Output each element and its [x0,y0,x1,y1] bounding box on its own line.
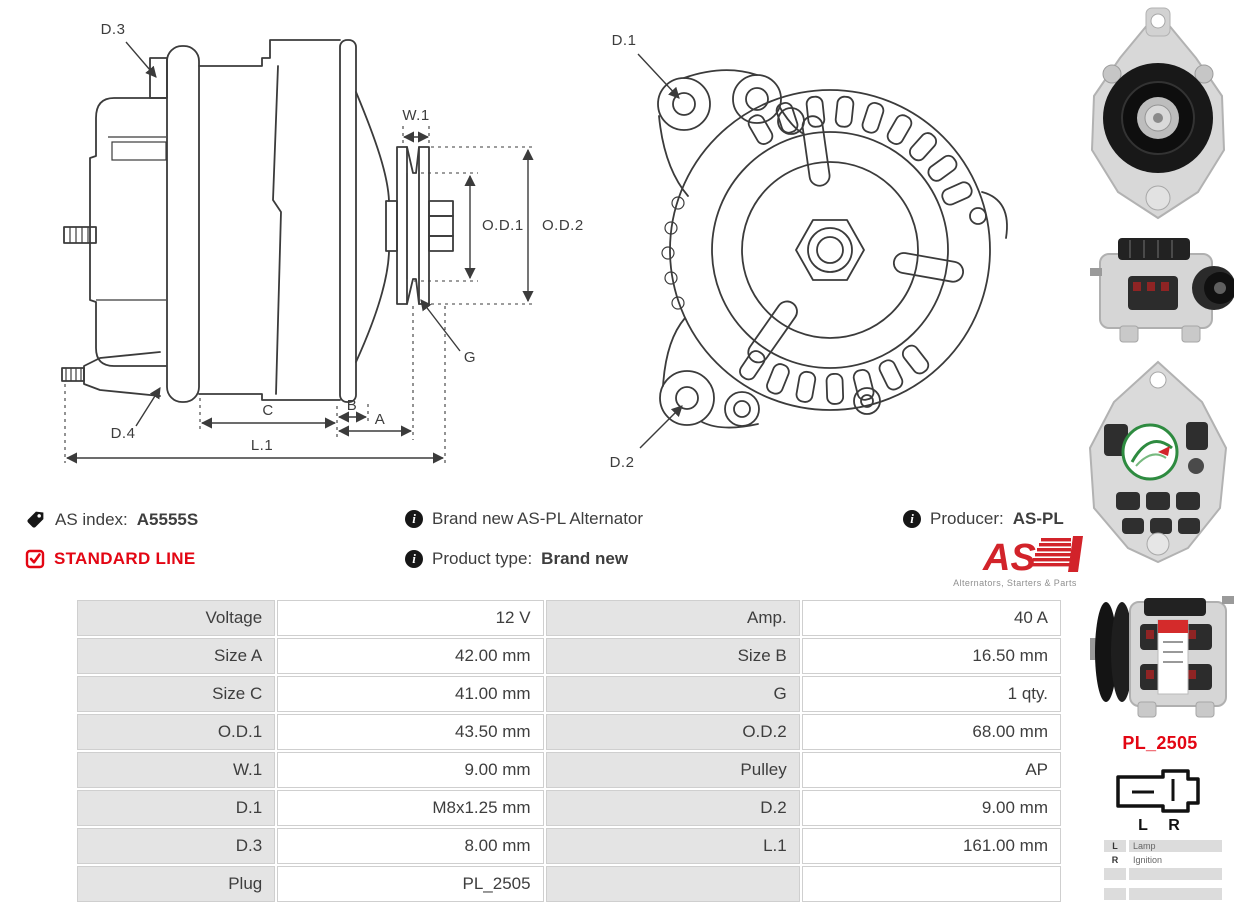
table-row: D.3 8.00 mm L.1 161.00 mm [77,828,1061,864]
dim-label-g: G [464,349,476,366]
spec-label: D.3 [77,828,276,864]
legend-desc: Ignition [1129,854,1222,866]
aspl-logo-text: AS [982,537,1036,579]
spec-value: M8x1.25 mm [277,790,544,826]
producer-line: i Producer: AS-PL [903,509,1064,529]
dim-label-d2: D.2 [610,454,635,471]
as-index-label: AS index: [55,509,128,529]
legend-desc: Lamp [1129,840,1222,852]
spec-label: L.1 [545,828,800,864]
producer-label: Producer: [930,509,1004,528]
table-row: Size C 41.00 mm G 1 qty. [77,676,1061,712]
dim-label-b: B [347,397,358,414]
legend-row: L Lamp [1104,840,1222,852]
front-view-drawing: D.1 D.2 [610,32,1008,471]
spec-label: Amp. [545,600,800,636]
spec-value: 40 A [801,600,1061,636]
spec-value: 1 qty. [801,676,1061,712]
plug-diagram: L R [1116,769,1200,834]
dim-label-od2: O.D.2 [542,217,584,234]
info-icon: i [903,510,921,528]
spec-value: 9.00 mm [801,790,1061,826]
spec-value: 41.00 mm [277,676,544,712]
aspl-logo-subtitle: Alternators, Starters & Parts [953,578,1077,588]
table-row: Voltage 12 V Amp. 40 A [77,600,1061,636]
standard-line-label: STANDARD LINE [54,549,196,568]
product-photo-side [1090,238,1234,343]
spec-label: D.1 [77,790,276,826]
info-icon: i [405,510,423,528]
table-row: Plug PL_2505 [77,866,1061,902]
dim-label-c: C [262,402,273,419]
spec-value: 43.50 mm [277,714,544,750]
spec-label [545,866,800,902]
table-row: O.D.1 43.50 mm O.D.2 68.00 mm [77,714,1061,750]
producer-value: AS-PL [1012,509,1064,528]
product-type-line: i Product type: Brand new [405,549,628,569]
tag-icon [27,511,44,528]
spec-label: Plug [77,866,276,902]
info-icon: i [405,550,423,568]
spec-value: 68.00 mm [801,714,1061,750]
product-photo-side-pulley [1090,596,1234,718]
product-photo-rear [1088,360,1228,564]
spec-label: D.2 [545,790,800,826]
legend-row: R Ignition [1104,854,1222,866]
spec-label: Size A [77,638,276,674]
legend-row-empty [1104,868,1222,880]
standard-line-badge: STANDARD LINE [25,549,195,569]
dim-label-d4: D.4 [111,425,136,442]
spec-label: Size C [77,676,276,712]
plug-pin-left-label: L [1138,817,1148,834]
spec-value: 161.00 mm [801,828,1061,864]
plug-pin-right-label: R [1168,817,1180,834]
dim-label-d1: D.1 [612,32,637,49]
checkbox-checked-icon [25,549,45,569]
product-type-value: Brand new [541,549,629,568]
spec-value [801,866,1061,902]
product-type-label: Product type: [432,549,533,568]
technical-drawings: D.3 D.4 W.1 O.D.1 O.D.2 G [61,21,1008,471]
spec-table: Voltage 12 V Amp. 40 A Size A 42.00 mm S… [75,598,1063,904]
table-row: W.1 9.00 mm Pulley AP [77,752,1061,788]
brand-new-line: i Brand new AS-PL Alternator [405,509,643,529]
dim-label-w1: W.1 [402,107,429,124]
spec-value: 16.50 mm [801,638,1061,674]
spec-label: Size B [545,638,800,674]
side-view-drawing: D.3 D.4 W.1 O.D.1 O.D.2 G [61,21,584,464]
as-index-value: A5555S [136,509,199,529]
table-row: D.1 M8x1.25 mm D.2 9.00 mm [77,790,1061,826]
spec-value: 8.00 mm [277,828,544,864]
dim-label-l1: L.1 [251,437,273,454]
spec-value: PL_2505 [277,866,544,902]
spec-value: 12 V [277,600,544,636]
aspl-logo-stripes [1031,536,1083,572]
product-photo-front [1090,7,1226,220]
spec-label: Pulley [545,752,800,788]
as-index-line: AS index: A5555S [25,509,198,530]
aspl-logo: AS Alternators, Starters & Parts [953,536,1083,588]
spec-label: O.D.2 [545,714,800,750]
dim-label-d3: D.3 [101,21,126,38]
legend-row-empty [1104,888,1222,900]
dim-label-od1: O.D.1 [482,217,524,234]
table-row: Size A 42.00 mm Size B 16.50 mm [77,638,1061,674]
spec-value: 42.00 mm [277,638,544,674]
spec-label: O.D.1 [77,714,276,750]
spec-label: W.1 [77,752,276,788]
spec-label: G [545,676,800,712]
legend-pin: L [1104,840,1126,852]
product-photos-column: L R [1088,7,1234,834]
brand-new-text: Brand new AS-PL Alternator [432,509,644,528]
legend-pin: R [1104,854,1126,866]
dim-label-a: A [375,411,386,428]
spec-value: 9.00 mm [277,752,544,788]
plug-legend: L Lamp R Ignition [1104,840,1222,902]
plug-code: PL_2505 [1122,733,1198,753]
spec-label: Voltage [77,600,276,636]
spec-value: AP [801,752,1061,788]
